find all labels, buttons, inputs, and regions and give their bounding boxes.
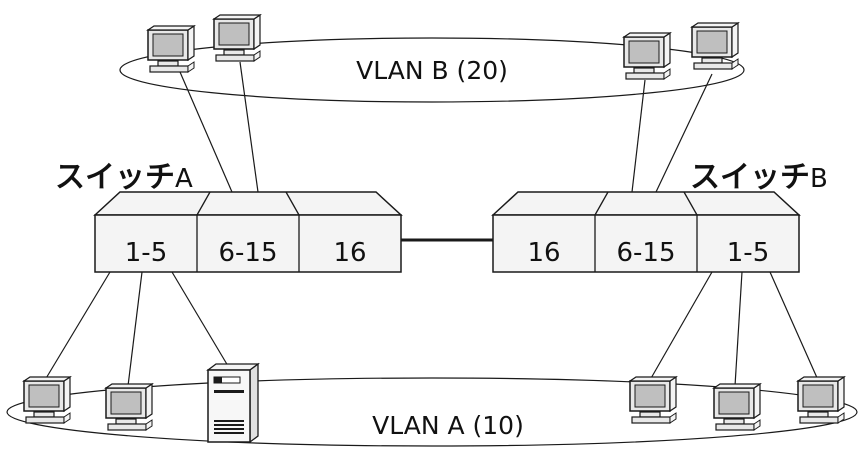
switch-a-port-group-2: 6-15 bbox=[218, 238, 277, 268]
cable-swb-pc1 bbox=[649, 271, 713, 381]
cable-vlanb-pc3-swb bbox=[631, 79, 646, 193]
vlan-a-pc-3-icon bbox=[629, 376, 677, 424]
cable-swa-pc2 bbox=[127, 271, 143, 387]
vlan-a-server-icon bbox=[207, 363, 259, 443]
switch-a-port-group-1: 1-5 bbox=[125, 238, 167, 268]
switch-b-port-group-3: 1-5 bbox=[727, 238, 769, 268]
cable-swa-pc1 bbox=[44, 271, 111, 381]
vlan-a-pc-2-icon bbox=[105, 383, 153, 431]
cable-vlanb-pc2-swa bbox=[239, 61, 259, 193]
switch-b-port-group-1: 16 bbox=[527, 238, 560, 268]
vlan-b-segment bbox=[119, 37, 745, 103]
switch-b-title: スイッチB bbox=[690, 160, 828, 195]
switch-a-title: スイッチA bbox=[55, 160, 193, 195]
cable-vlanb-pc1-swa bbox=[179, 71, 233, 193]
vlan-b-pc-3-icon bbox=[623, 32, 671, 80]
switch-b: 16 6-15 1-5 bbox=[491, 191, 801, 273]
vlan-a-pc-5-icon bbox=[797, 376, 845, 424]
switch-b-port-group-2: 6-15 bbox=[616, 238, 675, 268]
cable-swb-pc2 bbox=[734, 271, 743, 387]
vlan-b-pc-4-icon bbox=[691, 22, 739, 70]
vlan-b-pc-2-icon bbox=[213, 14, 261, 62]
vlan-a-segment bbox=[6, 377, 858, 447]
switch-a-port-group-3: 16 bbox=[333, 238, 366, 268]
vlan-b-label: VLAN B (20) bbox=[356, 56, 508, 85]
vlan-a-pc-4-icon bbox=[713, 383, 761, 431]
switch-a: 1-5 6-15 16 bbox=[93, 191, 403, 273]
cable-vlanb-pc4-swb bbox=[655, 73, 713, 193]
cable-swa-server bbox=[171, 271, 229, 367]
cable-swb-pc3 bbox=[769, 271, 819, 381]
vlan-a-pc-1-icon bbox=[23, 376, 71, 424]
vlan-a-label: VLAN A (10) bbox=[372, 411, 524, 440]
vlan-b-pc-1-icon bbox=[147, 25, 195, 73]
